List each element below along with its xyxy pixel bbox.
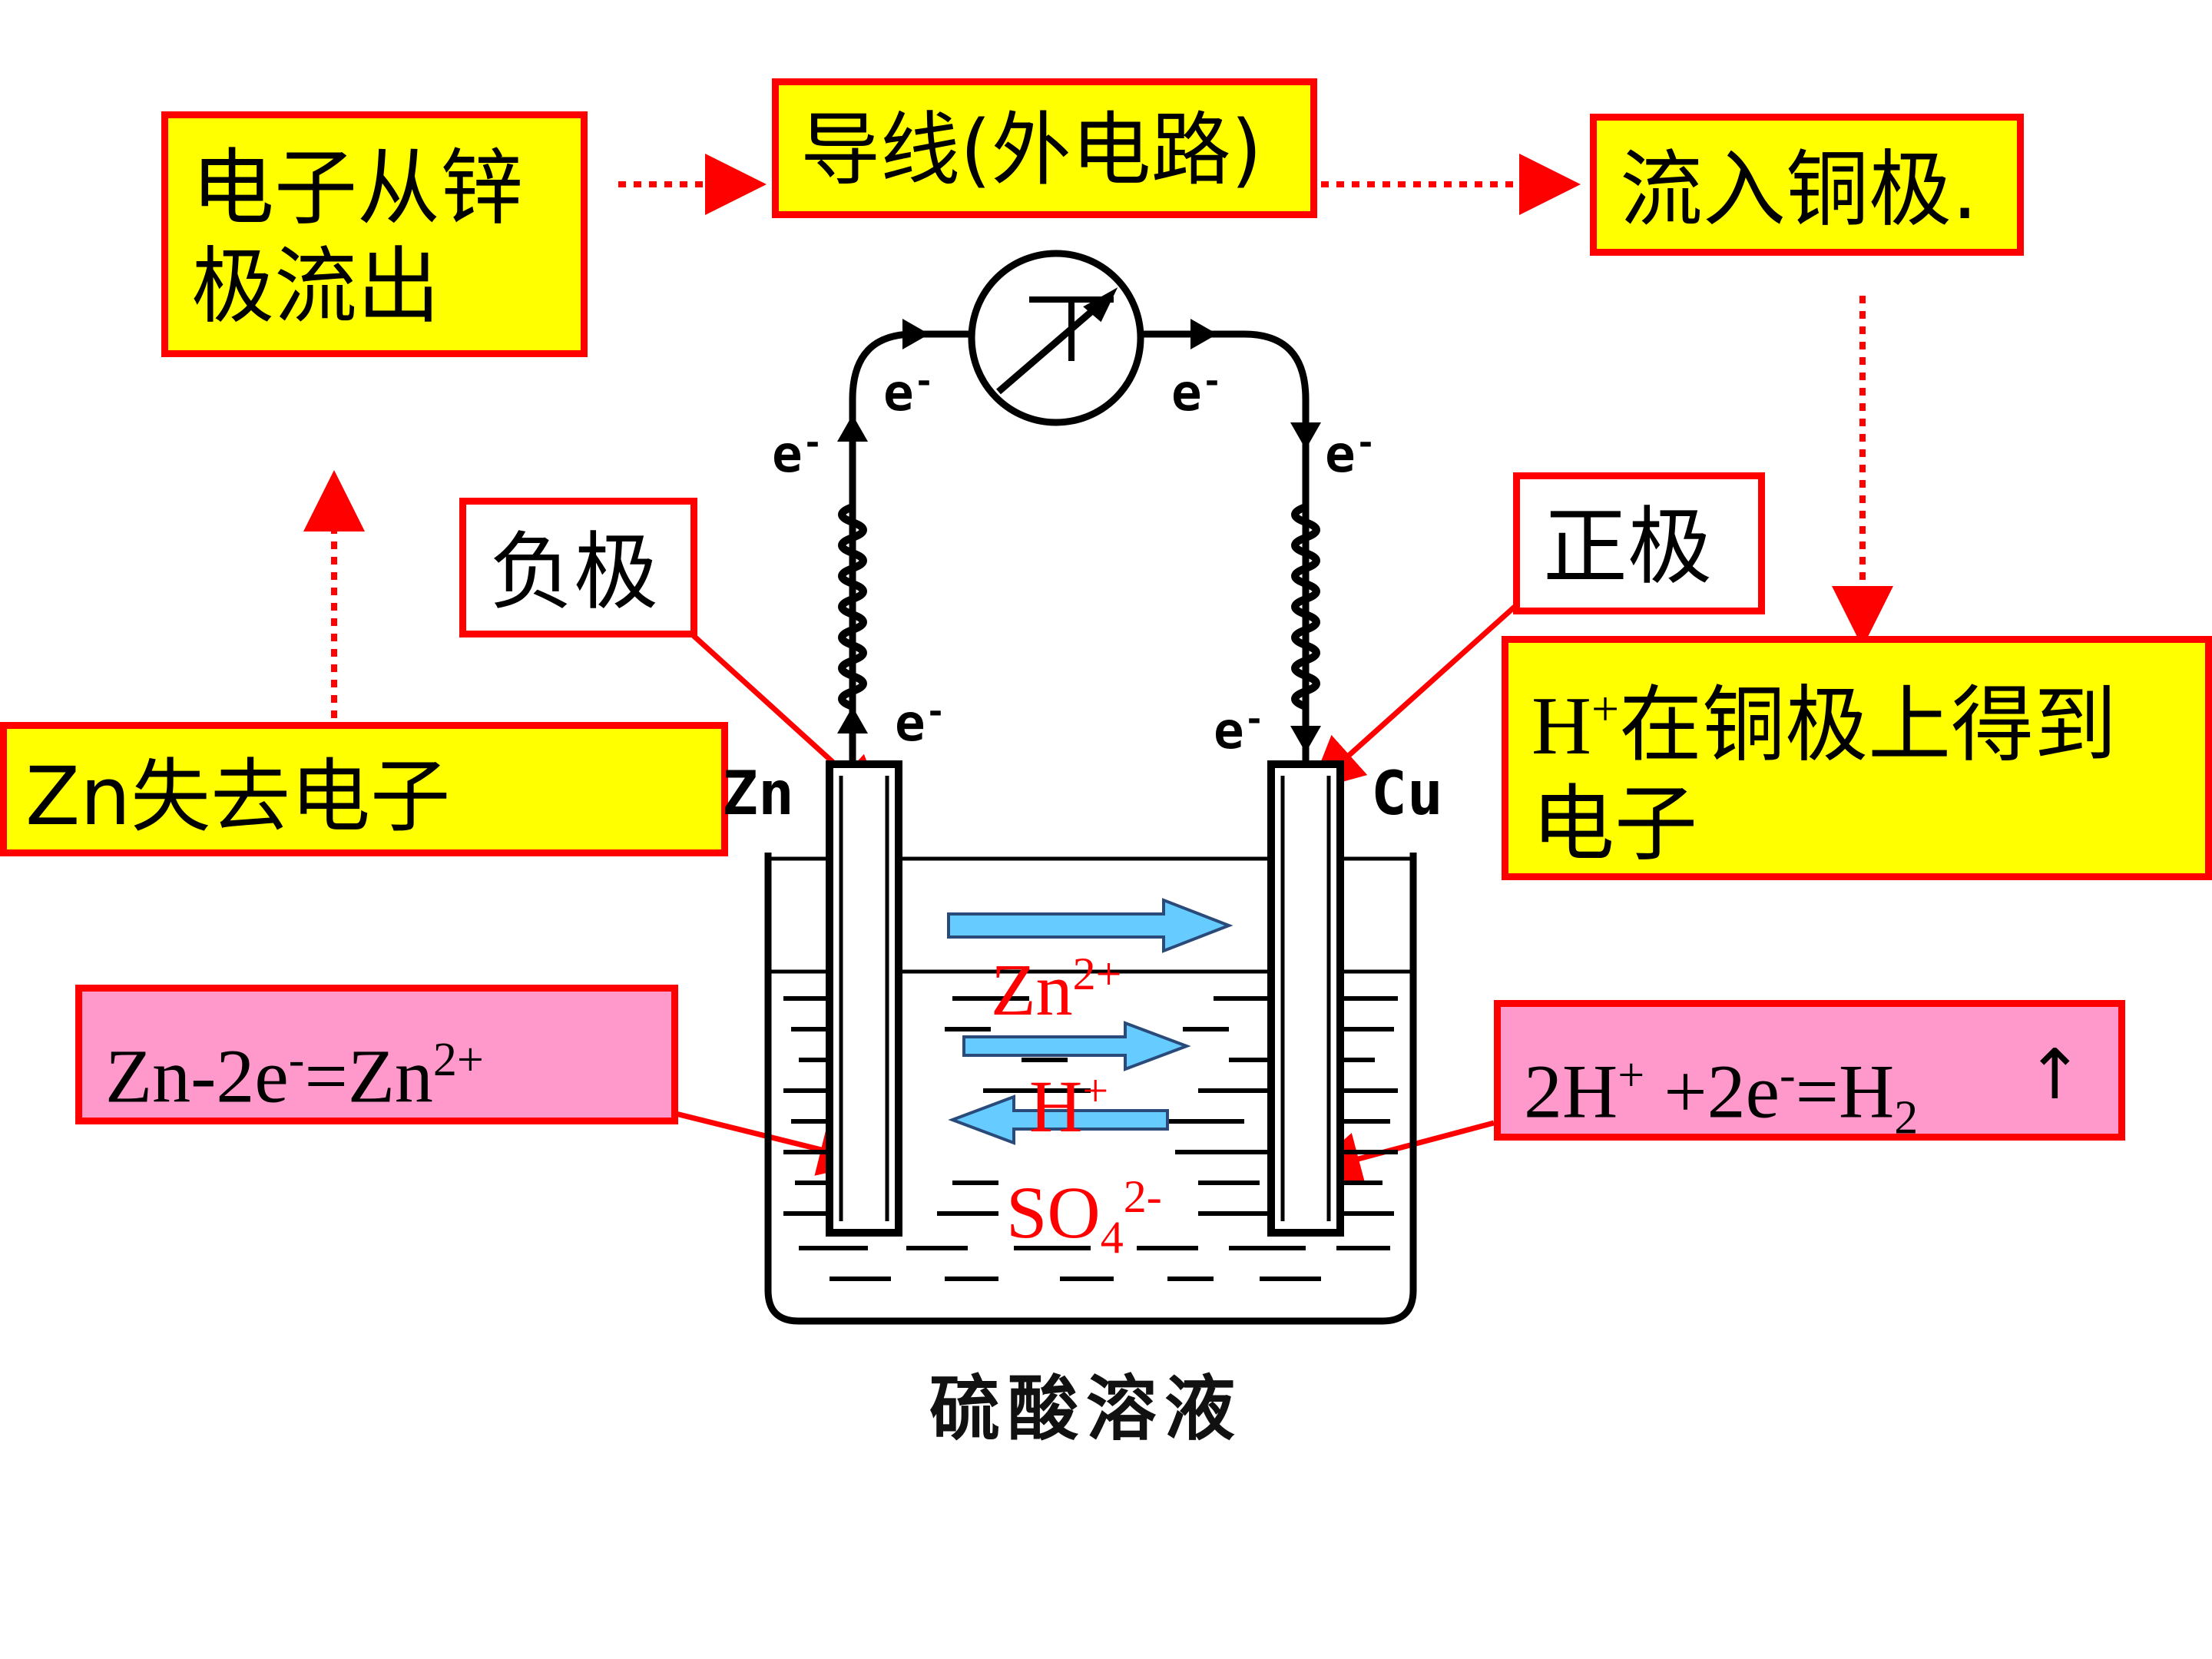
h-equation-box: 2H+ +2e-=H2 ↑	[1494, 1000, 2125, 1144]
coil-left	[838, 503, 867, 710]
ion-arrows	[947, 898, 1233, 1145]
h-ion-charge: +	[1082, 1065, 1109, 1116]
h-eq-ion-charge: +	[1618, 1049, 1645, 1101]
wire-box: 导线(外电路)	[772, 78, 1317, 218]
h-eq-subscript: 2	[1894, 1091, 1919, 1144]
zn-eq-electron-charge: -	[288, 1034, 305, 1086]
electron-out-text: 电子从锌 极流出	[191, 141, 524, 335]
h-eq-part: 2H	[1524, 1048, 1618, 1134]
h-gain-box: H+在铜极上得到 电子	[1502, 636, 2212, 880]
h-gain-words: 在铜极上得到 电子	[1532, 677, 2118, 873]
pointer-positive	[1309, 604, 1517, 791]
copper-label: Cu	[1371, 760, 1443, 829]
zn-equation-box: Zn-2e-=Zn2+	[75, 985, 678, 1124]
positive-text: 正极	[1543, 498, 1712, 596]
positive-box: 正极	[1513, 472, 1765, 614]
negative-text: 负极	[489, 523, 658, 621]
electron-label: e-	[1171, 362, 1223, 422]
flow-in-text: 流入铜极.	[1620, 142, 1979, 238]
flow-arrows	[303, 154, 1893, 718]
zn-equation: Zn-2e-=Zn2+	[105, 1018, 484, 1118]
h-ion-arrow	[962, 1021, 1191, 1071]
zn-ion-arrow	[947, 898, 1233, 953]
electron-label: e-	[895, 692, 946, 753]
copper-electrode	[1267, 760, 1344, 1237]
wire-text: 导线(外电路)	[800, 103, 1263, 197]
electron-out-box: 电子从锌 极流出	[161, 111, 588, 357]
h-ion-charge: +	[1591, 681, 1620, 736]
zn-ion-charge: 2+	[1072, 949, 1122, 999]
h-eq-part: +2e	[1644, 1048, 1780, 1134]
electron-label: e-	[1214, 700, 1265, 760]
zn-lose-box: Zn失去电子	[0, 722, 728, 856]
zinc-electrode	[826, 760, 902, 1237]
so4-ion-charge: 2-	[1123, 1171, 1162, 1222]
h-equation: 2H+ +2e-=H2	[1524, 1033, 1918, 1160]
h-eq-electron-charge: -	[1779, 1049, 1796, 1101]
h-ion-base: H	[1029, 1065, 1083, 1147]
flow-in-box: 流入铜极.	[1590, 114, 2024, 256]
so4-ion-arrow	[948, 1094, 1169, 1145]
so4-ion-label: SO42-	[1006, 1174, 1162, 1260]
so4-ion-base: SO	[1006, 1171, 1101, 1253]
wire-arrowheads	[837, 319, 1321, 753]
zn-eq-ion-charge: 2+	[432, 1034, 484, 1086]
gas-up-arrow: ↑	[2025, 1035, 2084, 1115]
zn-eq-part: Zn-2e	[105, 1033, 289, 1119]
h-ion-symbol: H	[1532, 680, 1591, 772]
electron-label: e-	[883, 362, 935, 422]
galvanometer	[968, 250, 1144, 426]
electron-label: e-	[1325, 423, 1376, 484]
zn-ion-label: Zn2+	[991, 951, 1121, 1027]
h-eq-part: =H	[1795, 1048, 1895, 1134]
zn-lose-text: Zn失去电子	[25, 750, 451, 843]
so4-ion-subscript: 4	[1100, 1212, 1124, 1263]
coil-right	[1291, 503, 1320, 710]
h-gain-text: H+在铜极上得到 电子	[1532, 660, 2117, 874]
electron-label: e-	[772, 423, 823, 484]
zinc-label: Zn	[722, 760, 794, 829]
negative-box: 负极	[459, 498, 697, 637]
solution-caption: 硫酸溶液	[929, 1367, 1243, 1450]
zn-ion-base: Zn	[991, 949, 1073, 1031]
zn-eq-part: =Zn	[304, 1033, 433, 1119]
h-ion-label: H+	[1029, 1068, 1108, 1144]
